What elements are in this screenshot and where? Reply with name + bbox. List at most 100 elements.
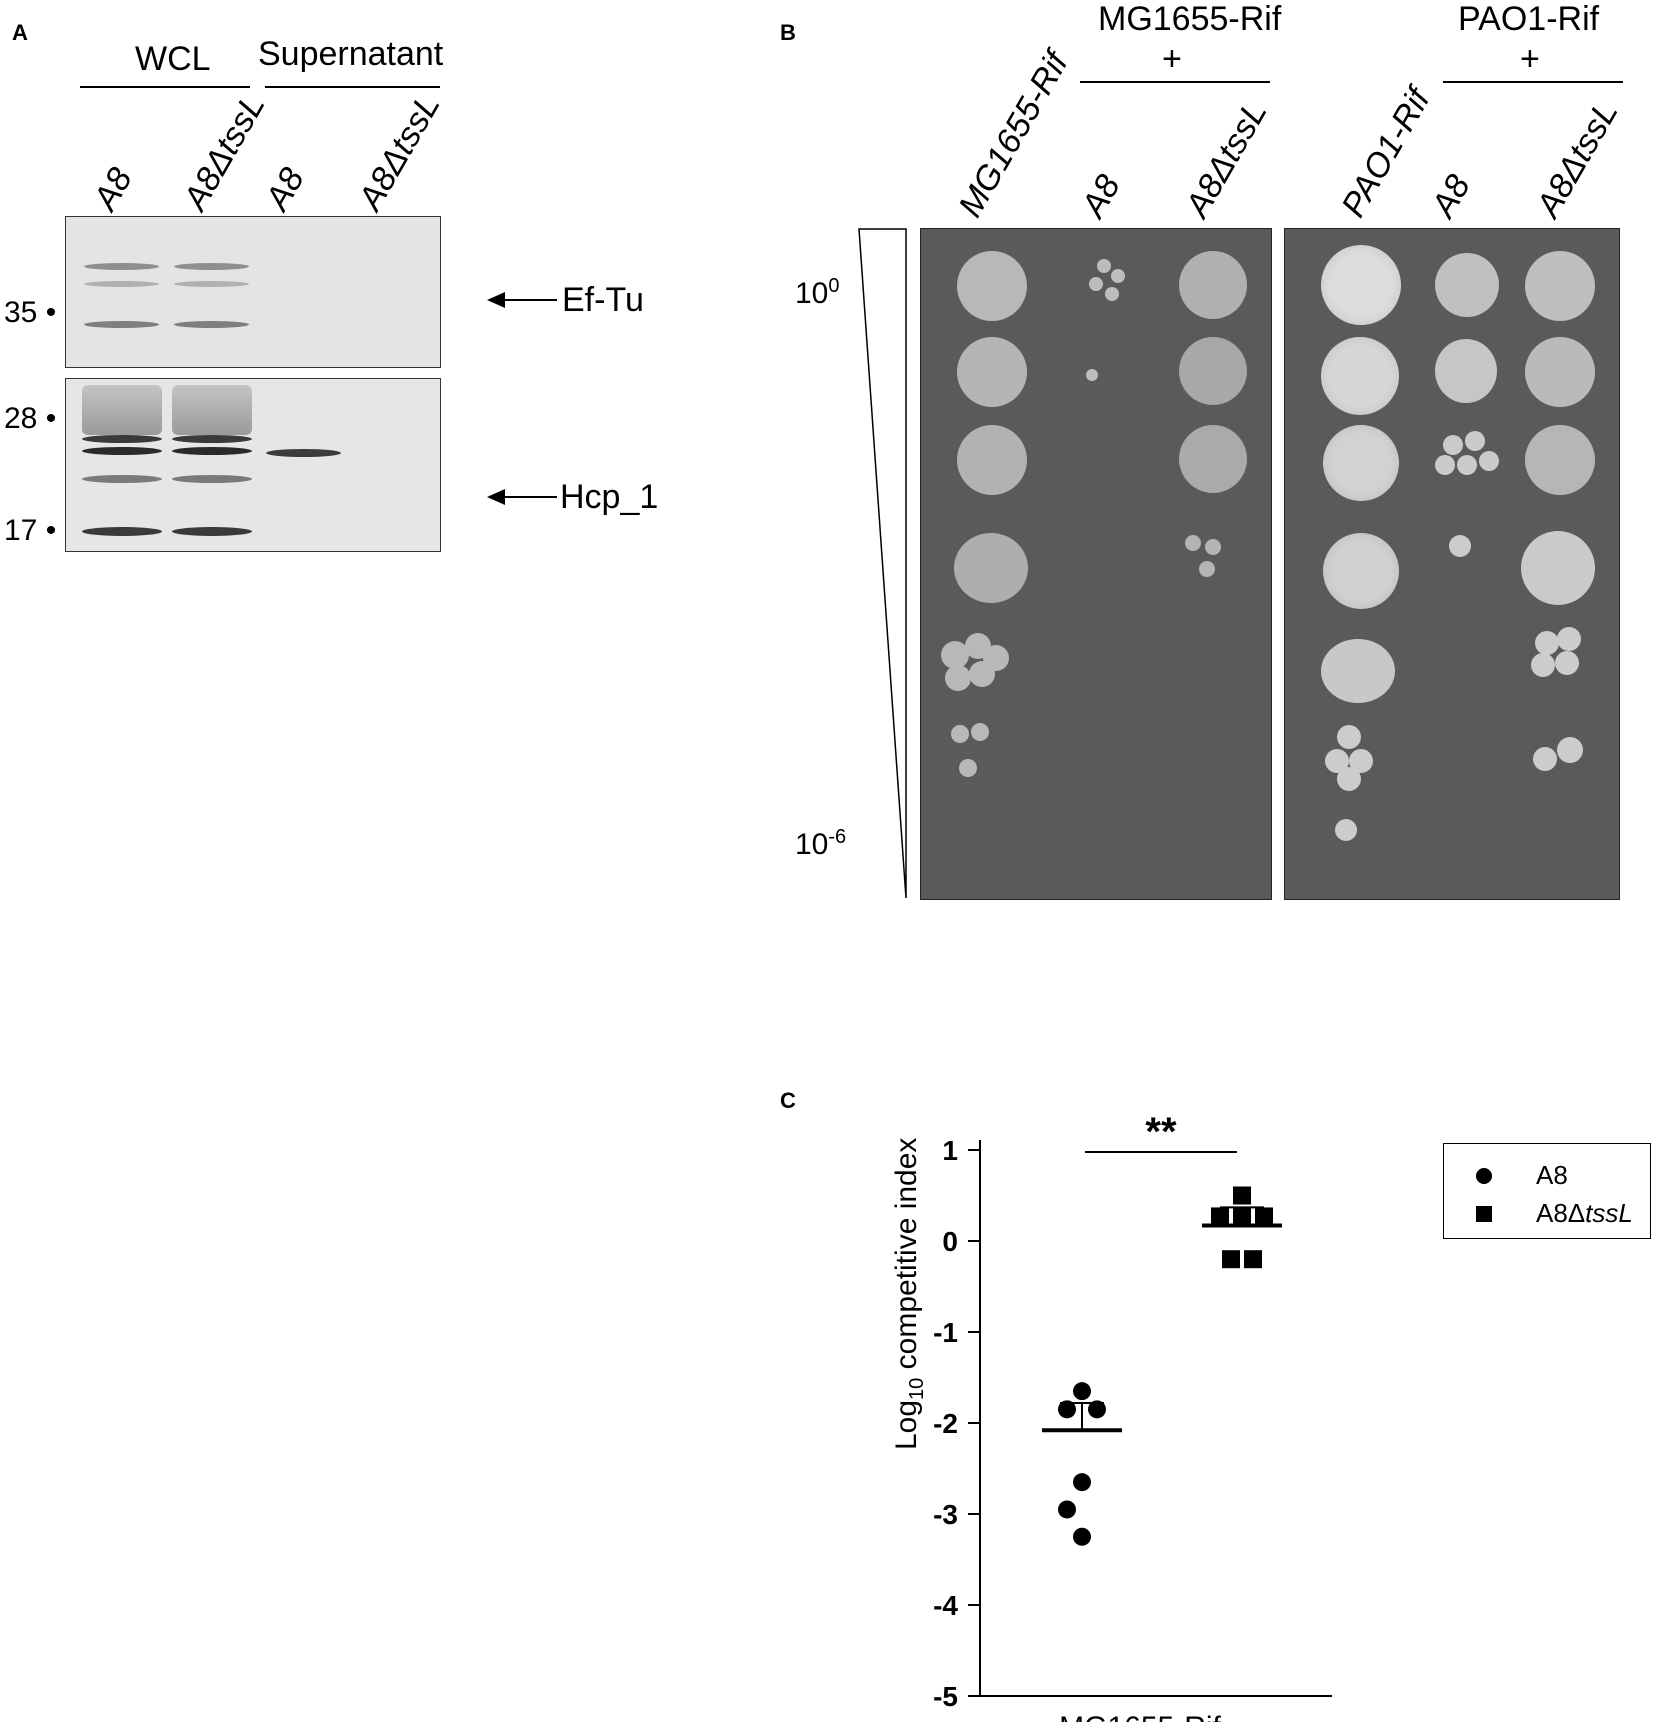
panel-a-letter: A — [12, 20, 28, 45]
data-point — [1073, 1527, 1091, 1546]
legend-square-icon — [1476, 1206, 1492, 1222]
lane-label-b-1: MG1655-Rif — [951, 45, 1076, 224]
data-point — [1211, 1207, 1229, 1226]
colony-spot — [969, 661, 995, 687]
mw-marker-17: 17 • — [4, 514, 57, 547]
group-label-wcl: WCL — [135, 40, 211, 78]
label-hcp1: Hcp_1 — [560, 478, 659, 516]
dilution-top: 100 — [795, 275, 840, 310]
colony-spot — [957, 425, 1027, 495]
group-line-supernatant — [265, 86, 440, 88]
colony-spot — [1449, 535, 1471, 557]
data-point — [1222, 1250, 1240, 1269]
lane-label-b-6: A8ΔtssL — [1529, 94, 1626, 224]
band — [172, 527, 252, 536]
group-line-mg1655 — [1080, 81, 1270, 83]
dilution-wedge — [858, 228, 907, 899]
colony-spot — [957, 251, 1027, 321]
group-label-pao1-plus: + — [1520, 40, 1540, 78]
band — [174, 263, 249, 270]
band — [84, 321, 159, 328]
legend-label-a8: A8 — [1536, 1160, 1568, 1190]
group-line-pao1 — [1443, 81, 1623, 83]
lane-label-a-4: A8ΔtssL — [351, 87, 448, 217]
colony-spot — [1185, 535, 1201, 551]
lane-label-b-4: PAO1-Rif — [1334, 82, 1438, 224]
colony-spot — [1435, 455, 1455, 475]
blot-eftu — [65, 216, 441, 368]
colony-spot — [1535, 631, 1559, 655]
colony-spot — [1179, 337, 1247, 405]
lane-label-a-1: A8 — [86, 161, 140, 217]
agar-plate-mg1655 — [920, 228, 1272, 900]
dilution-bottom: 10-6 — [795, 826, 847, 861]
band — [172, 385, 252, 435]
lane-label-b-2: A8 — [1074, 168, 1128, 224]
colony-spot — [1557, 627, 1581, 651]
colony-spot — [1205, 539, 1221, 555]
band — [82, 475, 162, 483]
colony-spot — [1111, 269, 1125, 283]
band — [82, 385, 162, 435]
band — [84, 263, 159, 270]
data-point — [1244, 1250, 1262, 1269]
colony-spot — [1089, 277, 1103, 291]
colony-spot — [1465, 431, 1485, 451]
legend-circle-icon — [1476, 1168, 1492, 1184]
colony-spot — [1337, 767, 1361, 791]
lane-label-b-5: A8 — [1424, 168, 1478, 224]
colony-spot — [1321, 639, 1395, 703]
band — [84, 281, 159, 287]
colony-spot — [1525, 425, 1595, 495]
colony-spot — [945, 665, 971, 691]
blot-hcp — [65, 378, 441, 552]
y-tick-label: -2 — [933, 1408, 958, 1439]
colony-spot — [1097, 259, 1111, 273]
arrow-icon — [487, 489, 557, 505]
colony-spot — [1479, 451, 1499, 471]
data-point — [1088, 1400, 1106, 1419]
mw-marker-28: 28 • — [4, 402, 57, 435]
panel-c-letter: C — [780, 1088, 796, 1113]
x-axis-label: MG1655-Rif — [1059, 1711, 1221, 1722]
colony-spot — [1521, 531, 1595, 605]
group-line-wcl — [80, 86, 250, 88]
colony-spot — [1179, 251, 1247, 319]
band — [172, 475, 252, 483]
y-tick-label: 1 — [942, 1135, 958, 1166]
colony-spot — [1525, 251, 1595, 321]
colony-spot — [1555, 651, 1579, 675]
label-eftu: Ef-Tu — [562, 281, 644, 319]
lane-label-a-3: A8 — [258, 161, 312, 217]
group-label-mg1655-plus: + — [1162, 40, 1182, 78]
colony-spot — [1443, 435, 1463, 455]
colony-spot — [1199, 561, 1215, 577]
colony-spot — [1533, 747, 1557, 771]
colony-spot — [941, 641, 969, 669]
colony-spot — [1435, 253, 1499, 317]
colony-spot — [1557, 737, 1583, 763]
colony-spot — [1337, 725, 1361, 749]
y-tick-label: -3 — [933, 1499, 958, 1530]
colony-spot — [1086, 369, 1098, 381]
colony-spot — [957, 337, 1027, 407]
lane-label-b-3: A8ΔtssL — [1178, 94, 1275, 224]
group-label-supernatant: Supernatant — [258, 35, 444, 73]
band — [82, 527, 162, 536]
data-point — [1058, 1500, 1076, 1519]
legend-label-a8tssl: A8ΔtssL — [1536, 1198, 1633, 1228]
colony-spot — [959, 759, 977, 777]
band — [172, 435, 252, 443]
y-tick-label: -1 — [933, 1317, 958, 1348]
group-label-mg1655: MG1655-Rif — [1098, 0, 1282, 38]
y-tick-label: -4 — [933, 1590, 958, 1621]
colony-spot — [954, 533, 1028, 603]
colony-spot — [1335, 819, 1357, 841]
colony-spot — [1435, 339, 1497, 403]
colony-spot — [1321, 337, 1399, 415]
colony-spot — [1531, 653, 1555, 677]
colony-spot — [1179, 425, 1247, 493]
colony-spot — [1525, 337, 1595, 407]
group-label-pao1: PAO1-Rif — [1458, 0, 1600, 38]
mw-marker-35: 35 • — [4, 296, 57, 329]
